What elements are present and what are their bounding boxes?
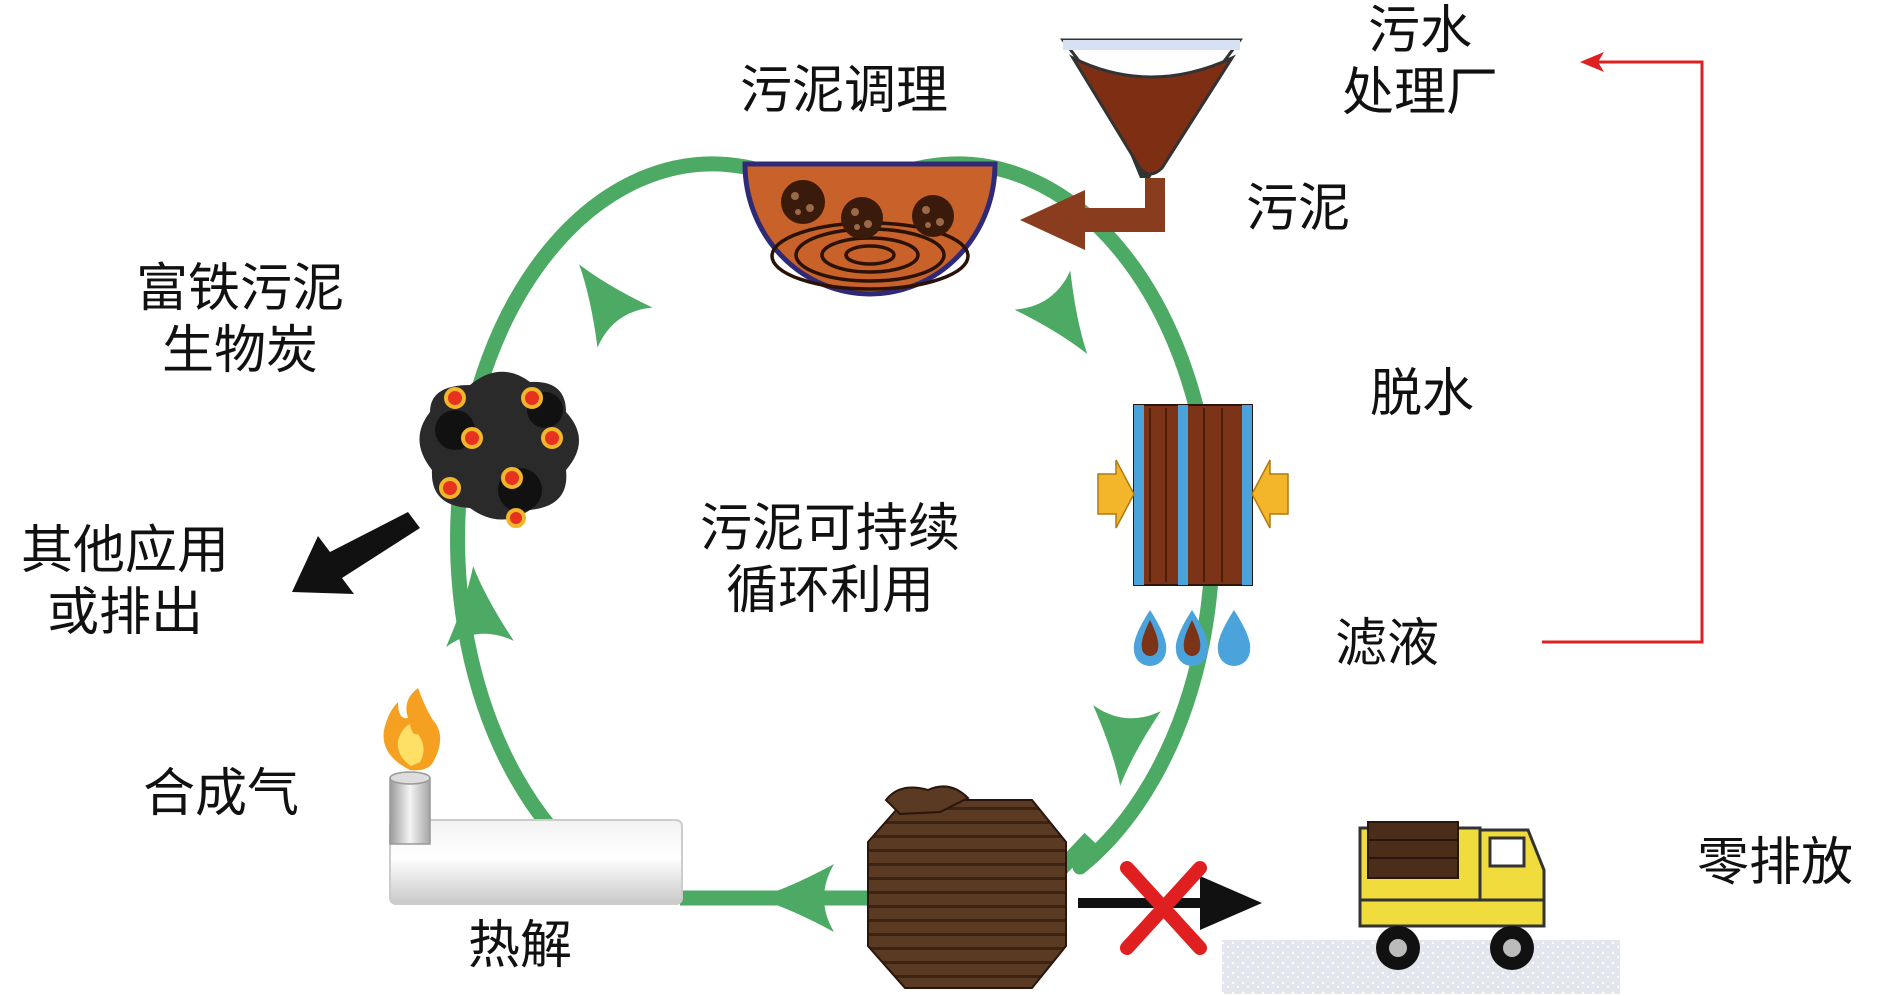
label-sludge-conditioning: 污泥调理 xyxy=(740,61,949,121)
label-filtrate: 滤液 xyxy=(1335,614,1440,674)
flame-icon xyxy=(383,688,441,771)
label-center-line1: 污泥可持续 xyxy=(699,499,960,559)
reactor-tube-icon xyxy=(389,771,683,905)
label-wwtp-line2: 处理厂 xyxy=(1341,63,1498,123)
label-dewatering: 脱水 xyxy=(1370,364,1475,424)
cycle-arrow-down-right-lower xyxy=(1093,705,1161,786)
cross-icon xyxy=(1120,861,1207,955)
truck-icon xyxy=(1222,821,1620,994)
label-other-use-line1: 其他应用 xyxy=(20,521,229,581)
sludge-particles xyxy=(781,180,954,239)
cycle-arrow-bottom-left xyxy=(756,864,834,932)
label-pyrolysis: 热解 xyxy=(468,916,573,976)
sludge-flow-arrow xyxy=(1020,178,1165,250)
cycle-arrow-up-left xyxy=(579,264,653,348)
discharge-arrow xyxy=(1078,876,1262,930)
label-other-use: 其他应用 或排出 xyxy=(0,520,250,644)
sludge-cake-icon xyxy=(867,785,1067,989)
cycle-arrow-down-right xyxy=(1014,270,1088,355)
label-wwtp-line1: 污水 xyxy=(1367,1,1472,61)
filtrate-return-line xyxy=(1542,52,1704,644)
funnel-icon xyxy=(1059,38,1243,178)
label-syngas: 合成气 xyxy=(143,764,300,824)
filter-press-icon xyxy=(1097,404,1289,586)
label-wwtp: 污水 处理厂 xyxy=(1320,0,1520,124)
cycle-arrow-up-left-lower xyxy=(446,566,514,647)
label-other-use-line2: 或排出 xyxy=(46,583,203,643)
label-biochar-line1: 富铁污泥 xyxy=(135,259,344,319)
press-arrows xyxy=(1097,459,1289,529)
biochar-icon xyxy=(419,371,579,528)
label-biochar: 富铁污泥 生物炭 xyxy=(110,258,370,382)
cycle-arrows xyxy=(446,264,1161,932)
bowl-icon xyxy=(742,161,998,297)
label-center-line2: 循环利用 xyxy=(725,561,934,621)
label-sludge: 污泥 xyxy=(1246,179,1351,239)
other-use-arrow xyxy=(292,512,420,594)
label-zero-discharge: 零排放 xyxy=(1697,833,1854,893)
label-center: 污泥可持续 循环利用 xyxy=(665,498,995,622)
water-drop-icon xyxy=(1133,610,1251,666)
label-biochar-line2: 生物炭 xyxy=(161,321,318,381)
